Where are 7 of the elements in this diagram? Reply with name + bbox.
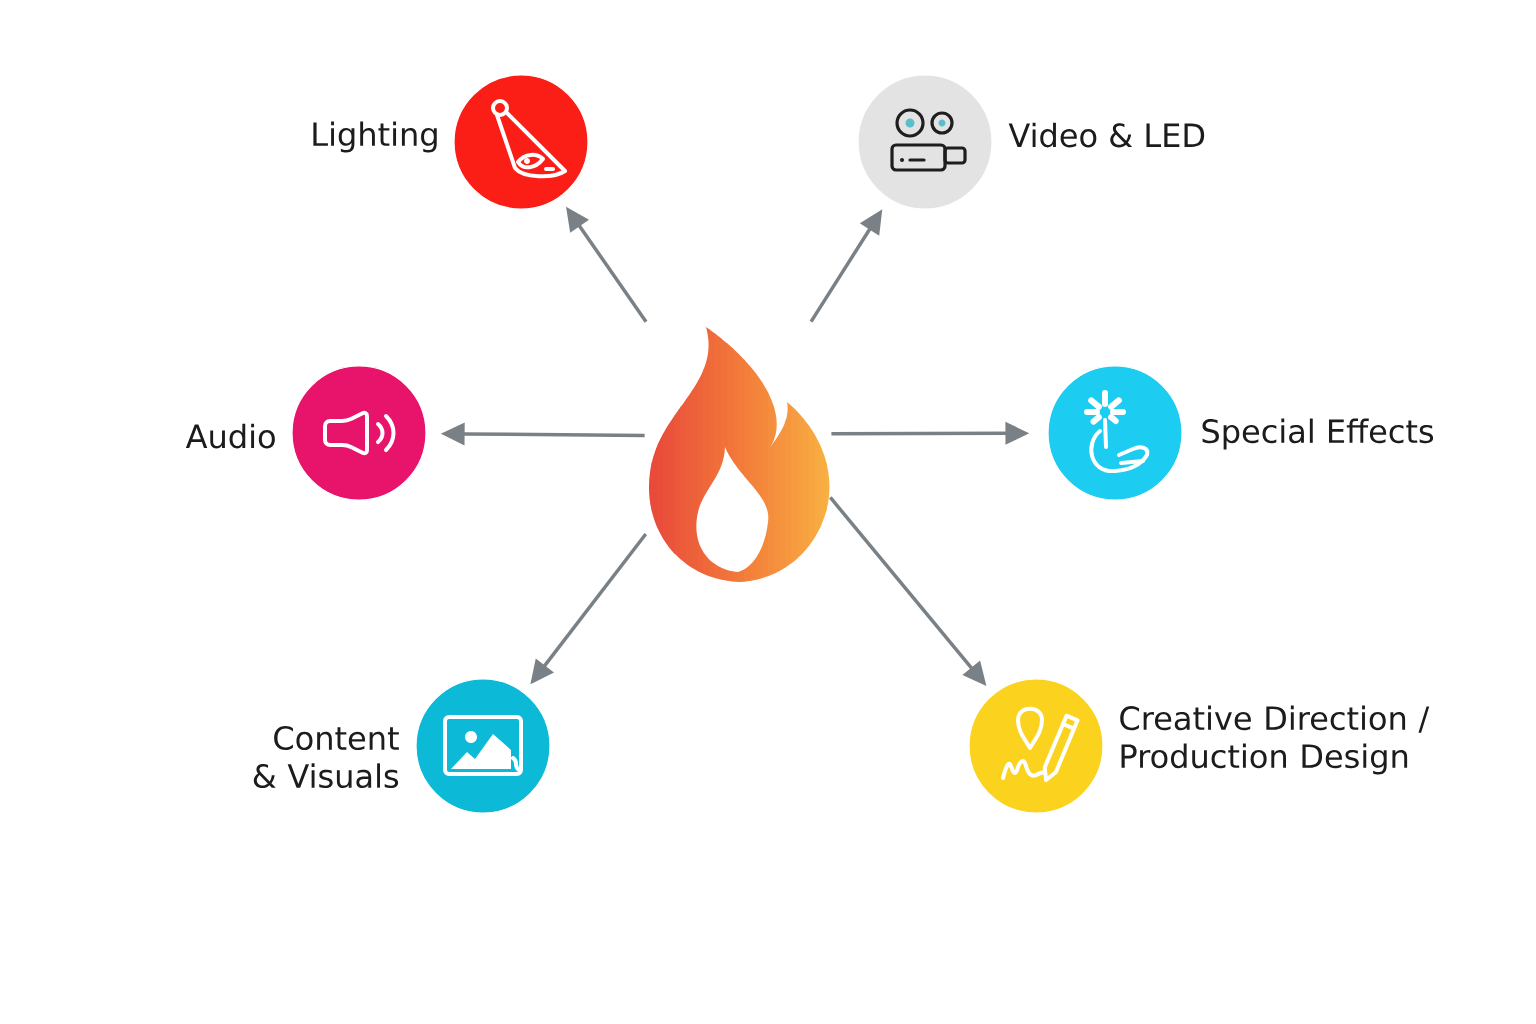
node-label: Video & LED [1008, 122, 1205, 148]
node-label: Creative Direction / Production Design [1120, 705, 1430, 775]
node-label: Audio [185, 423, 275, 449]
node-label: Lighting [313, 121, 437, 153]
node-label: Special Effects [1202, 418, 1434, 450]
node-label: Content & Visuals [253, 725, 399, 789]
flame-icon [649, 327, 830, 582]
